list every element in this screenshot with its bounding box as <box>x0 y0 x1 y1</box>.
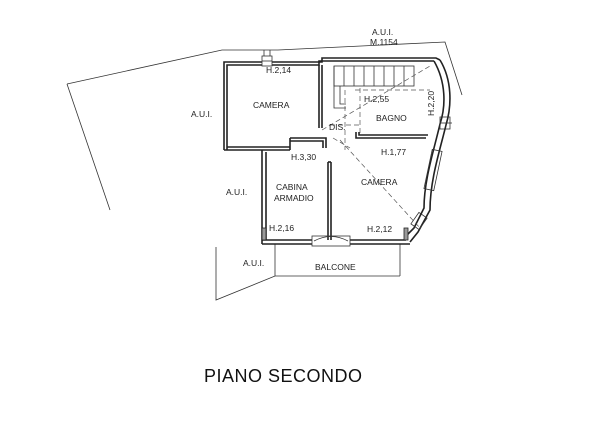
neighbor-outlines <box>66 41 463 301</box>
label-bagno: BAGNO <box>376 113 407 123</box>
label-h-dis: H.3,30 <box>291 152 316 162</box>
interior-walls <box>224 65 428 240</box>
doors <box>261 227 409 247</box>
windows <box>261 50 452 231</box>
label-camera2: CAMERA <box>361 177 398 187</box>
label-aui-left2: A.U.I. <box>226 187 247 197</box>
dashed-indications <box>321 65 431 229</box>
label-h-cabina: H.2,16 <box>269 223 294 233</box>
label-aui-top: A.U.I. <box>372 27 393 37</box>
label-h-camera2: H.1,77 <box>381 147 406 157</box>
label-balcone: BALCONE <box>315 262 356 272</box>
label-aui-left1: A.U.I. <box>191 109 212 119</box>
label-aui-bottom: A.U.I. <box>243 258 264 268</box>
staircase <box>333 65 415 109</box>
label-h-camera2b: H.2,12 <box>367 224 392 234</box>
label-camera1: CAMERA <box>253 100 290 110</box>
label-armadio: ARMADIO <box>274 193 314 203</box>
plan-title: PIANO SECONDO <box>204 366 363 386</box>
label-mapref: M.1154 <box>370 37 398 47</box>
label-h-bagno: H.2,55 <box>364 94 389 104</box>
label-h-camera1: H.2,14 <box>266 65 291 75</box>
label-h-wall: H.2,20 <box>426 91 436 116</box>
label-cabina: CABINA <box>276 182 308 192</box>
label-dis: DIS. <box>329 122 346 132</box>
